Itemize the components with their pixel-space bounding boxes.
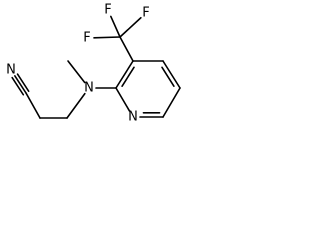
atom-label-f-1: F xyxy=(104,3,111,18)
atom-label-n-amine: N xyxy=(84,81,94,96)
bond-c_py2-c_py3-inner xyxy=(121,66,135,87)
bond-layer xyxy=(11,15,181,119)
bond-n_nitrile-c_nitrile-a xyxy=(11,76,25,96)
bond-c_py3-c_cf3 xyxy=(119,36,134,62)
atom-label-n-nitrile: N xyxy=(6,63,16,78)
bond-n_nitrile-c_nitrile xyxy=(14,75,27,94)
bond-c_cf3-f_2 xyxy=(119,16,142,38)
bond-c_py4-c_py5-inner xyxy=(161,66,175,87)
bond-c_py4-c_py5 xyxy=(162,60,181,89)
bond-n_amine-c_methyl xyxy=(67,60,86,84)
bond-c_ch2b-n_amine xyxy=(66,92,86,119)
bond-c_py5-c_py6 xyxy=(162,87,181,118)
atom-label-f-2: F xyxy=(142,6,149,21)
bond-c_nitrile-c_ch2a xyxy=(25,92,41,119)
bond-n_py1-c_py2 xyxy=(115,87,131,112)
atom-label-f-3: F xyxy=(83,31,90,46)
atom-label-n-py1: N xyxy=(128,110,138,125)
bond-c_py2-c_py3 xyxy=(115,60,134,89)
bond-c_cf3-f_1 xyxy=(110,15,121,38)
bond-c_cf3-f_3 xyxy=(93,36,121,39)
bond-n_nitrile-c_nitrile-b xyxy=(16,73,30,93)
